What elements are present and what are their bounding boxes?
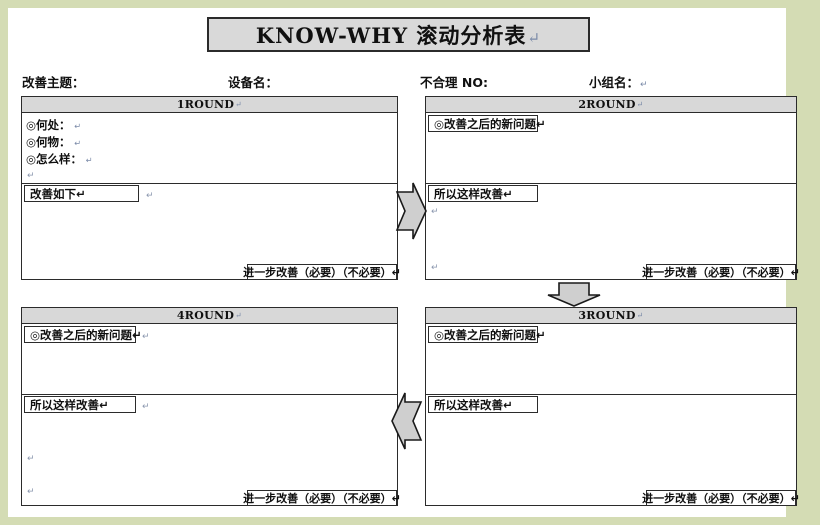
footer-further-improvement-2[interactable]: 进一步改善（必要）（不必要）↵ [642,264,800,280]
round-header-4: 4ROUND↵ [22,308,397,324]
round-header-3: 3ROUND↵ [426,308,796,324]
panel-divider [426,394,796,395]
panel-divider [22,183,397,184]
field-label-equipment-name: 设备名： [228,75,279,90]
panel-divider [22,394,397,395]
label-new-problem-after-improvement-2[interactable]: ◎改善之后的新问题↵ [428,115,546,132]
bullet-where: ◎何处： ↵ [26,118,82,132]
round-panel-2-body: ◎改善之后的新问题↵ 所以这样改善↵ ↵ ↵ 进一步改善（必要）（不必要）↵ [426,113,800,280]
round-panel-3-body: ◎改善之后的新问题↵ 所以这样改善↵ 进一步改善（必要）（不必要）↵ [426,324,800,506]
field-label-improvement-theme: 改善主题： [22,75,85,90]
pilcrow-mark: ↵ [142,332,150,342]
label-so-improve-like-this-2[interactable]: 所以这样改善↵ [428,185,538,202]
pilcrow-mark: ↵ [235,311,243,320]
label-improvement-as-follows[interactable]: 改善如下↵ [24,185,139,202]
document-title: KNOW-WHY 滚动分析表↵ [255,22,542,48]
round-header-2: 2ROUND↵ [426,97,796,113]
pilcrow-mark: ↵ [146,191,154,201]
pilcrow-mark: ↵ [27,171,35,181]
round-panel-1: 1ROUND↵ ◎何处： ↵ ◎何物： ↵ ◎怎么样： ↵ ↵ 改善如下↵ ↵ … [21,96,401,280]
round-panel-4: 4ROUND↵ ◎改善之后的新问题↵ ↵ 所以这样改善↵ ↵ ↵ ↵ 进一步改善… [21,307,401,506]
arrow-round2-to-round3-icon [547,282,601,307]
footer-further-improvement-4[interactable]: 进一步改善（必要）（不必要）↵ [243,490,401,506]
panel-divider [426,183,796,184]
pilcrow-mark: ↵ [27,454,35,464]
pilcrow-mark: ↵ [27,487,35,497]
arrow-round1-to-round2-icon [395,182,427,240]
round-panel-3: 3ROUND↵ ◎改善之后的新问题↵ 所以这样改善↵ 进一步改善（必要）（不必要… [425,307,800,506]
worksheet-page: KNOW-WHY 滚动分析表↵ 改善主题： 设备名： 不合理 NO: 小组名：↵… [8,8,800,517]
round-header-1: 1ROUND↵ [22,97,397,113]
footer-further-improvement-3[interactable]: 进一步改善（必要）（不必要）↵ [642,490,800,506]
field-label-team-name: 小组名：↵ [589,75,648,90]
bullet-what: ◎何物： ↵ [26,135,82,149]
pilcrow-mark: ↵ [640,80,648,90]
round-panel-1-body: ◎何处： ↵ ◎何物： ↵ ◎怎么样： ↵ ↵ 改善如下↵ ↵ 进一步改善（必要… [22,113,401,280]
pilcrow-mark: ↵ [235,100,243,109]
document-title-box: KNOW-WHY 滚动分析表↵ [207,17,590,52]
pilcrow-mark: ↵ [636,100,644,109]
label-new-problem-after-improvement-3[interactable]: ◎改善之后的新问题↵ [428,326,546,343]
pilcrow-mark: ↵ [142,402,150,412]
pilcrow-mark: ↵ [431,207,439,217]
round-panel-2: 2ROUND↵ ◎改善之后的新问题↵ 所以这样改善↵ ↵ ↵ 进一步改善（必要）… [425,96,800,280]
pilcrow-mark: ↵ [527,28,542,47]
pilcrow-mark: ↵ [636,311,644,320]
pilcrow-mark: ↵ [431,263,439,273]
label-so-improve-like-this-3[interactable]: 所以这样改善↵ [428,396,538,413]
round-panel-4-body: ◎改善之后的新问题↵ ↵ 所以这样改善↵ ↵ ↵ ↵ 进一步改善（必要）（不必要… [22,324,401,506]
bullet-how: ◎怎么样： ↵ [26,152,93,166]
label-so-improve-like-this-4[interactable]: 所以这样改善↵ [24,396,136,413]
footer-further-improvement-1[interactable]: 进一步改善（必要）（不必要）↵ [243,264,401,280]
label-new-problem-after-improvement-4[interactable]: ◎改善之后的新问题↵ [24,326,142,343]
arrow-round3-to-round4-icon [391,392,423,450]
field-label-irrational-no: 不合理 NO: [420,75,488,90]
